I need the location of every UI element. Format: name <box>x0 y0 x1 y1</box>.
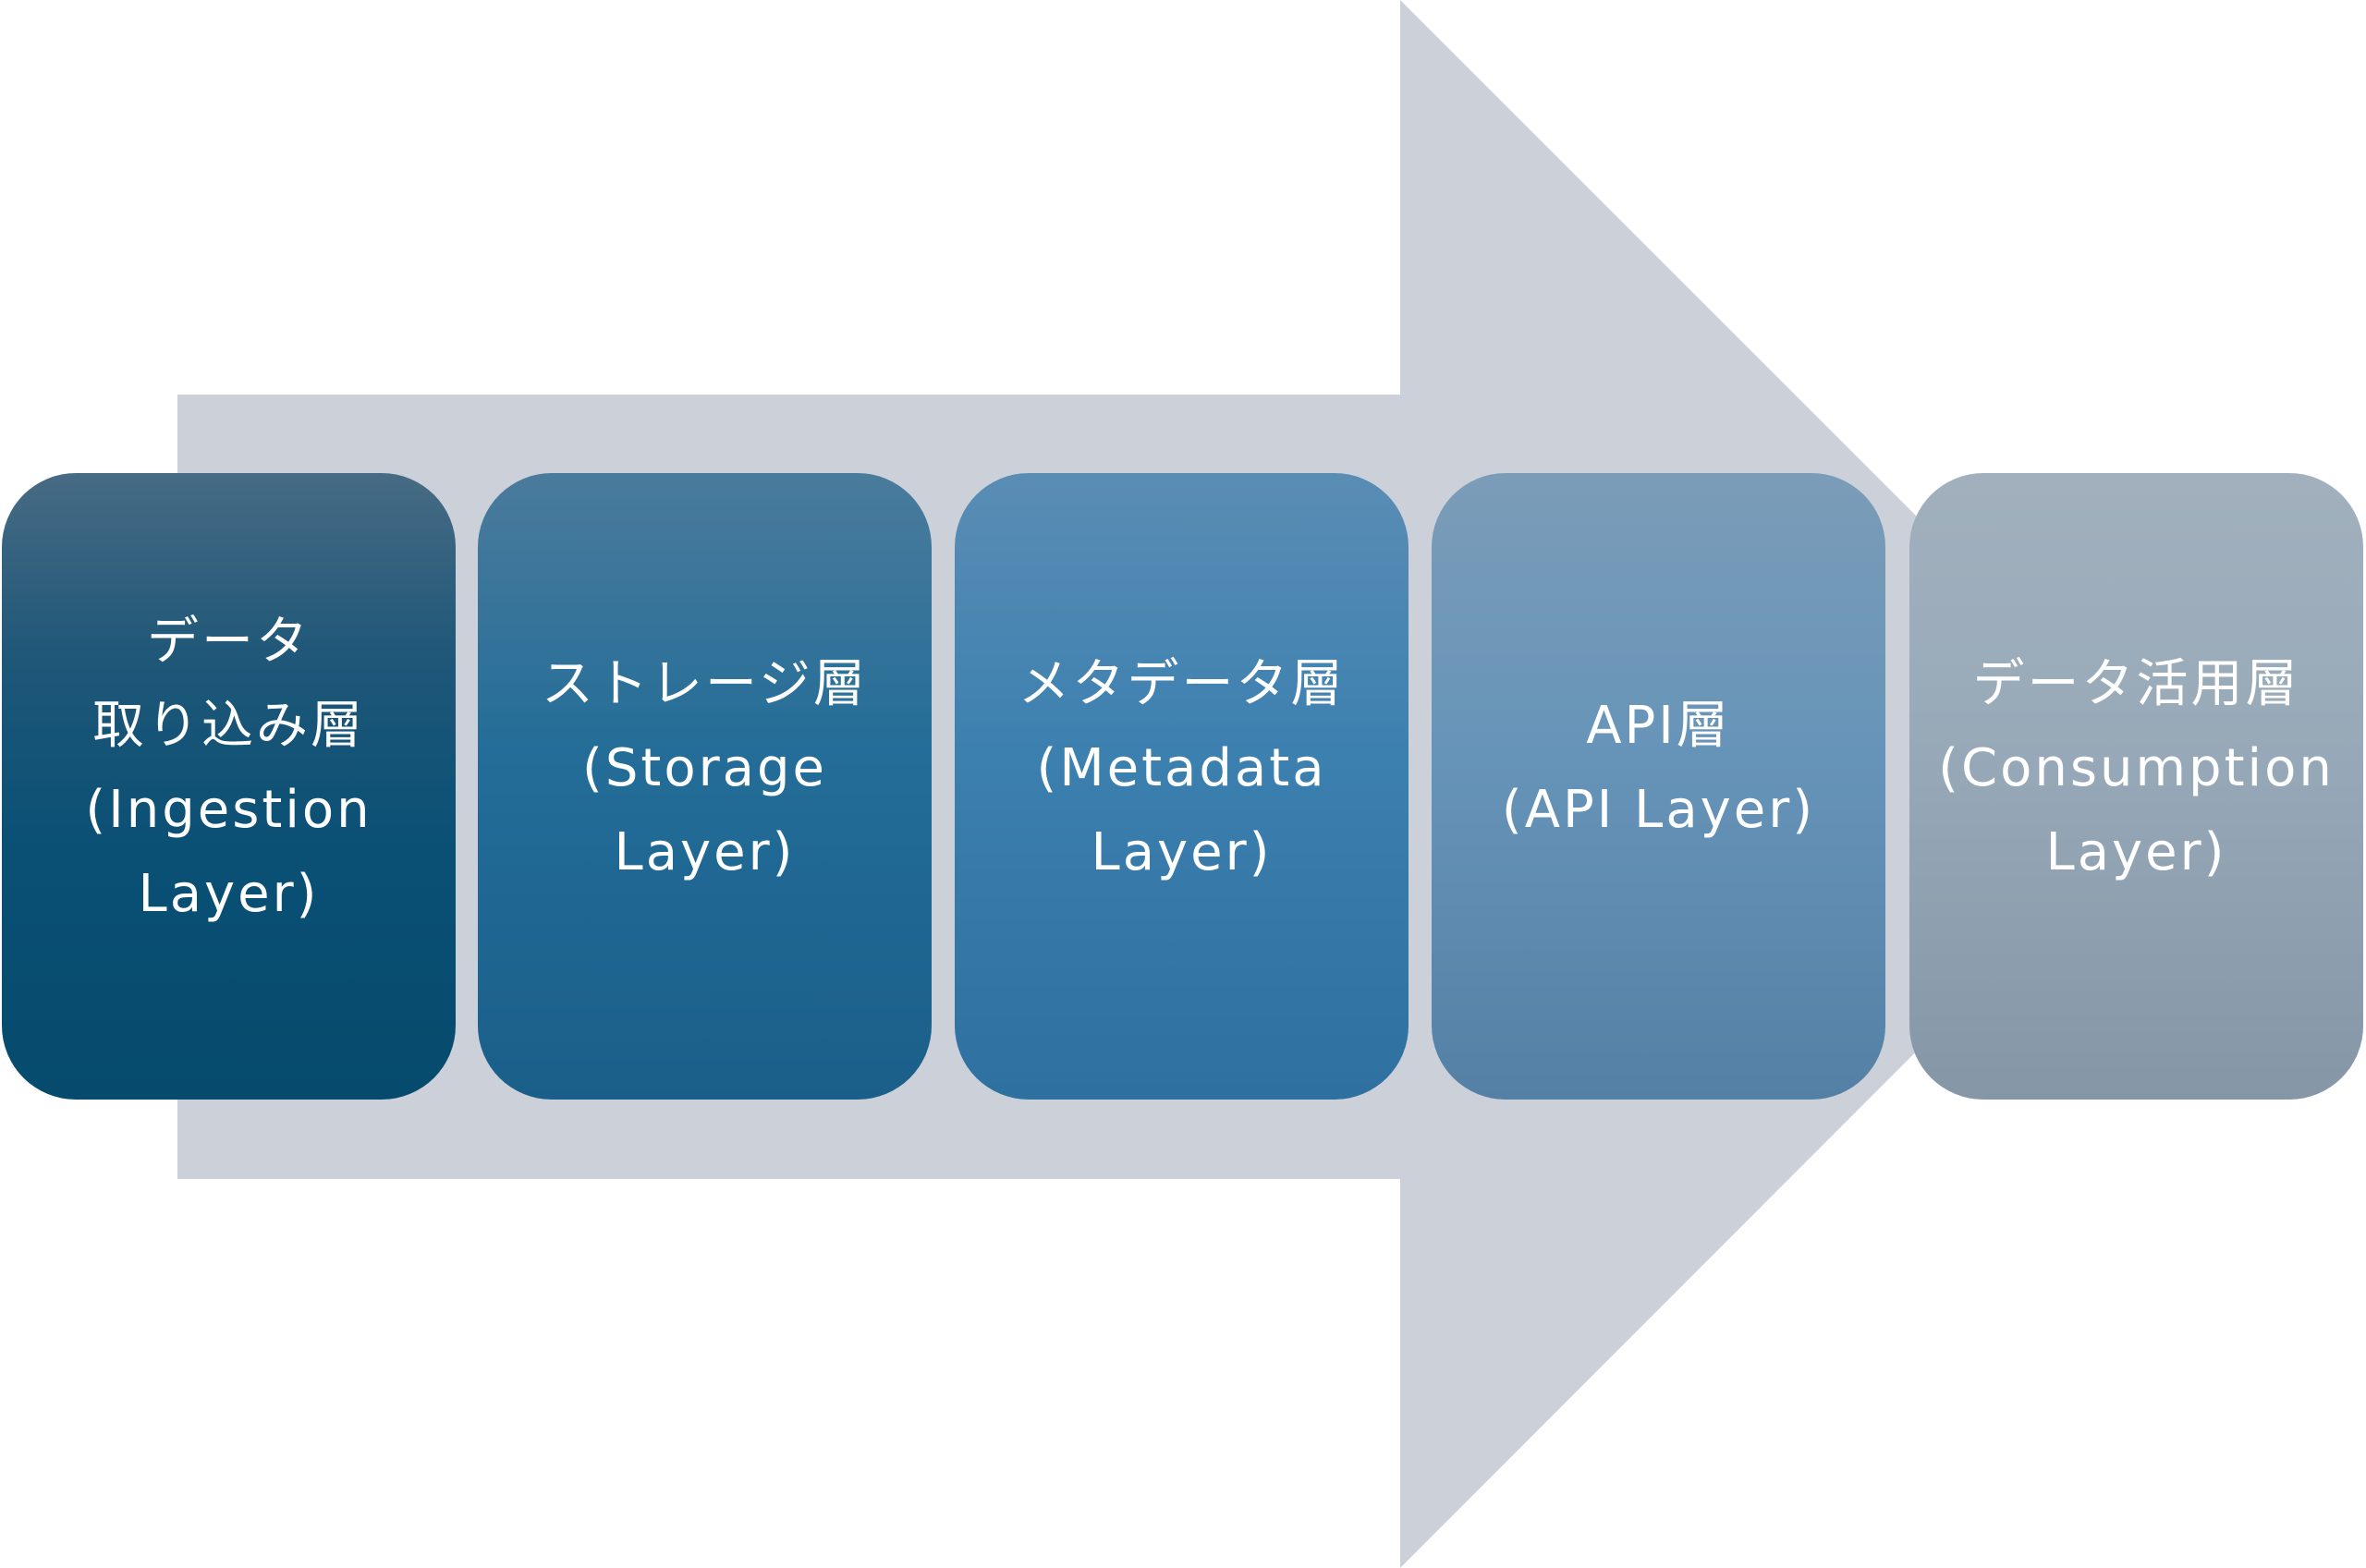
layer-label-line: (Ingestion <box>85 780 372 840</box>
layer-label-line: データ活用層 <box>1972 653 2300 714</box>
layer-box-consumption: データ活用層 (Consumption Layer) <box>1909 473 2363 1100</box>
layer-box-ingestion: データ 取り込み層 (Ingestion Layer) <box>2 473 456 1100</box>
layer-label-line: (Storage <box>582 737 827 798</box>
layer-label-line: Layer) <box>614 821 796 882</box>
layer-box-metadata: メタデータ層 (Metadata Layer) <box>955 473 1409 1100</box>
layer-box-api: API層 (API Layer) <box>1432 473 1885 1100</box>
layer-label-line: (API Layer) <box>1501 780 1816 840</box>
layer-label-line: データ <box>147 612 311 672</box>
layer-label-line: Layer) <box>138 864 320 924</box>
layer-label-line: (Metadata <box>1036 737 1327 798</box>
layer-label-line: メタデータ層 <box>1018 653 1346 714</box>
layer-box-storage: ストレージ層 (Storage Layer) <box>478 473 932 1100</box>
layer-label-line: Layer) <box>1091 821 1273 882</box>
layer-label-line: (Consumption <box>1938 737 2335 798</box>
layer-label-line: ストレージ層 <box>542 653 868 714</box>
layer-label-line: Layer) <box>2045 821 2227 882</box>
layer-label-line: API層 <box>1586 696 1731 756</box>
layer-label-line: 取り込み層 <box>92 696 365 756</box>
